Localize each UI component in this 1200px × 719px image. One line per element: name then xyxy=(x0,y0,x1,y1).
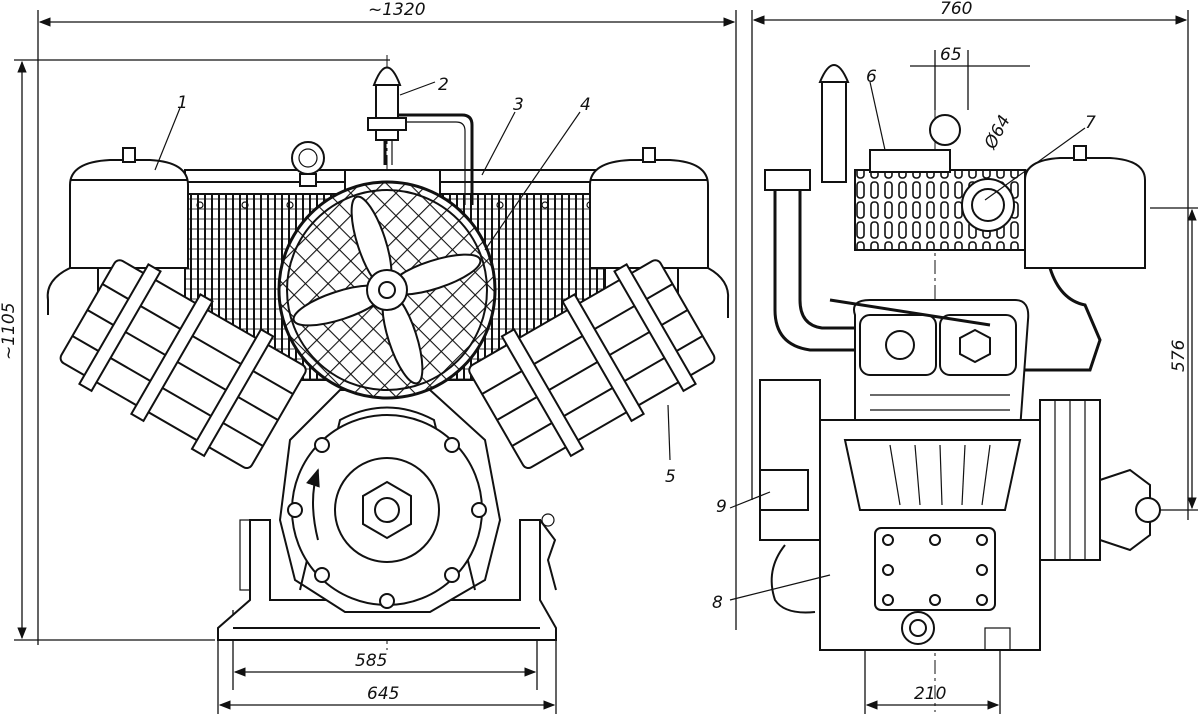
callout-5: 5 xyxy=(665,467,676,487)
crankcase-base xyxy=(217,519,557,641)
dim-overall-width: ~1320 xyxy=(368,0,426,20)
dim-65: 65 xyxy=(940,45,962,65)
dim-diameter-64: Ø64 xyxy=(980,112,1015,153)
dim-base-585: 585 xyxy=(355,651,387,671)
callout-2: 2 xyxy=(438,75,449,95)
callout-3: 3 xyxy=(513,95,524,115)
callout-9: 9 xyxy=(716,497,727,517)
air-filter-left xyxy=(69,159,189,269)
callout-4: 4 xyxy=(580,95,591,115)
dim-210: 210 xyxy=(914,684,946,704)
side-view xyxy=(759,60,1161,712)
callout-leaders xyxy=(154,81,1086,601)
air-filter-right xyxy=(589,159,709,269)
cylinder-bank-right xyxy=(468,259,716,470)
dim-576: 576 xyxy=(1169,339,1189,372)
callout-1: 1 xyxy=(177,93,188,113)
callout-6: 6 xyxy=(866,67,877,87)
dim-side-width: 760 xyxy=(940,0,972,19)
air-filter-side xyxy=(1024,157,1146,269)
front-view xyxy=(46,55,730,650)
dim-overall-height: ~1105 xyxy=(0,302,19,360)
cylinder-bank-left xyxy=(59,259,307,470)
dim-base-645: 645 xyxy=(367,684,399,704)
callout-7: 7 xyxy=(1085,113,1096,133)
dimension-lines xyxy=(14,10,1198,714)
callout-8: 8 xyxy=(712,593,723,613)
